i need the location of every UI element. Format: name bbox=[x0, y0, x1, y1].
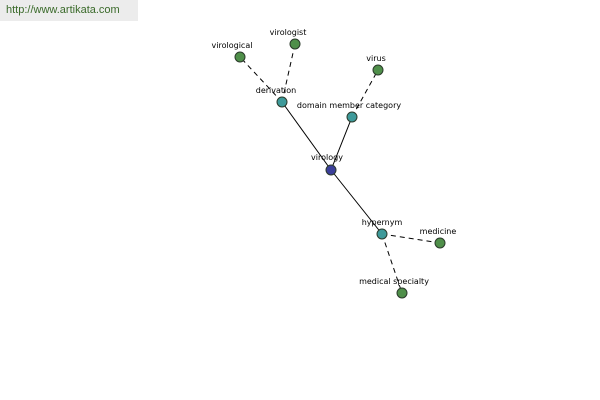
node-virus[interactable] bbox=[372, 64, 384, 76]
node-label-virologist: virologist bbox=[270, 28, 307, 37]
watermark-url[interactable]: http://www.artikata.com bbox=[0, 0, 138, 21]
node-label-virus: virus bbox=[366, 54, 385, 63]
node-label-virology: virology bbox=[311, 153, 343, 162]
node-label-domain: domain member category bbox=[297, 101, 401, 110]
nodes-layer bbox=[234, 38, 446, 299]
node-label-medical-specialty: medical specialty bbox=[359, 277, 429, 286]
edges-layer bbox=[239, 43, 441, 294]
node-virological[interactable] bbox=[234, 51, 246, 63]
edge-virology-derivation bbox=[281, 101, 332, 171]
edge-derivation-virological bbox=[239, 56, 283, 103]
edge-virology-domain bbox=[330, 116, 353, 171]
edge-hypernym-medical_specialty bbox=[381, 233, 403, 294]
node-derivation[interactable] bbox=[276, 96, 288, 108]
node-virologist[interactable] bbox=[289, 38, 301, 50]
node-hypernym[interactable] bbox=[376, 228, 388, 240]
node-domain[interactable] bbox=[346, 111, 358, 123]
node-medical-specialty[interactable] bbox=[396, 287, 408, 299]
node-medicine[interactable] bbox=[434, 237, 446, 249]
node-label-derivation: derivation bbox=[256, 86, 296, 95]
node-label-hypernym: hypernym bbox=[362, 218, 403, 227]
edge-derivation-virologist bbox=[281, 43, 296, 103]
node-label-medicine: medicine bbox=[420, 227, 457, 236]
edge-hypernym-medicine bbox=[381, 233, 441, 244]
edge-virology-hypernym bbox=[330, 169, 383, 235]
node-virology[interactable] bbox=[325, 164, 337, 176]
node-label-virological: virological bbox=[212, 41, 253, 50]
